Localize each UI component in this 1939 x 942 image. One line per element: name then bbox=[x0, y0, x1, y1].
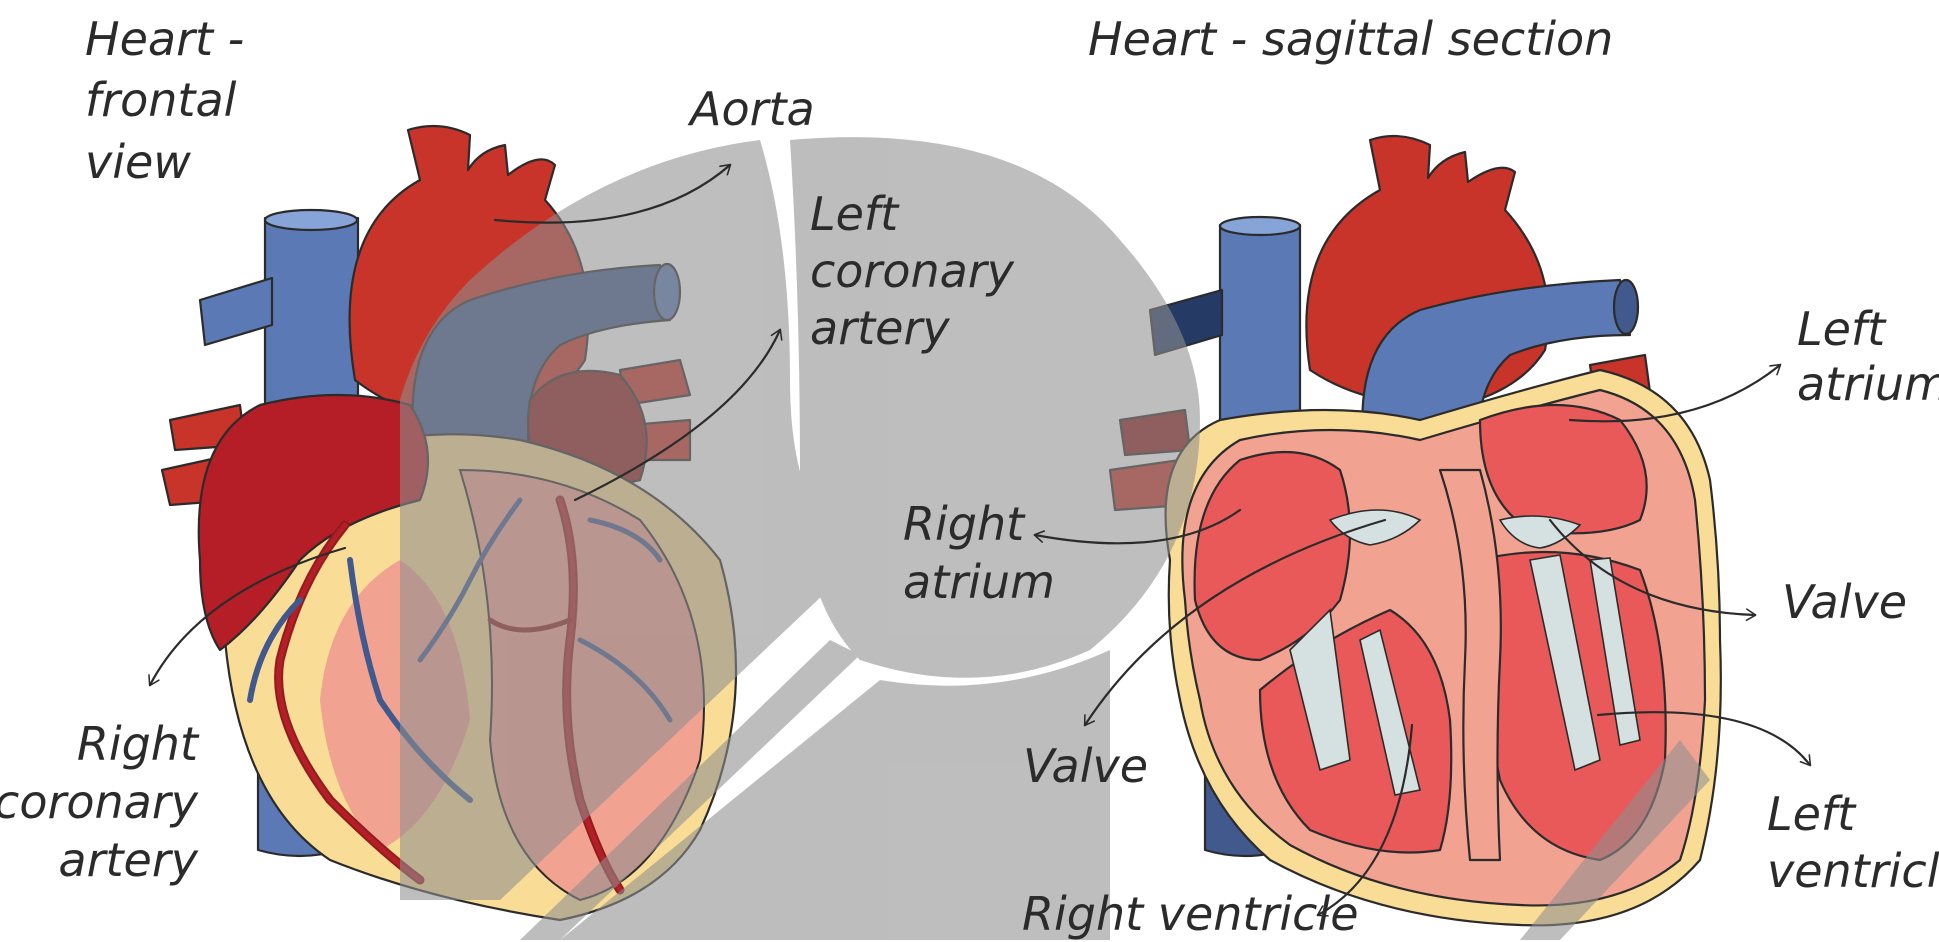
right-atrium-label-line1: Right bbox=[903, 497, 1026, 551]
valve-left-label: Valve bbox=[1023, 739, 1148, 793]
left-atrium-label: Left atrium bbox=[1797, 302, 1939, 411]
left-atrium-label-line1: Left bbox=[1797, 302, 1887, 356]
valve-right-label: Valve bbox=[1782, 575, 1907, 629]
aorta-label: Aorta bbox=[687, 82, 815, 136]
right-coronary-artery-label: Right coronary artery bbox=[0, 717, 200, 887]
right-coronary-label-line1: Right bbox=[77, 717, 200, 771]
right-ventricle-label: Right ventricle bbox=[1022, 887, 1359, 941]
left-ventricle-label-line1: Left bbox=[1767, 787, 1857, 841]
left-coronary-label-line2: coronary bbox=[810, 244, 1015, 298]
left-coronary-label-line1: Left bbox=[810, 187, 900, 241]
frontal-title-line3: view bbox=[85, 135, 191, 189]
left-coronary-label-line3: artery bbox=[810, 301, 950, 355]
sagittal-section-title: Heart - sagittal section bbox=[1088, 12, 1613, 66]
right-atrium-label-line2: atrium bbox=[903, 555, 1055, 609]
right-coronary-label-line3: artery bbox=[58, 833, 198, 887]
left-atrium-label-line2: atrium bbox=[1797, 357, 1939, 411]
frontal-title-line2: frontal bbox=[85, 73, 237, 127]
left-ventricle-label: Left ventricle bbox=[1767, 787, 1939, 898]
frontal-title-line1: Heart - bbox=[85, 12, 244, 66]
left-ventricle-label-line2: ventricle bbox=[1767, 844, 1939, 898]
frontal-view-title: Heart - frontal view bbox=[85, 12, 244, 189]
right-coronary-label-line2: coronary bbox=[0, 775, 199, 829]
